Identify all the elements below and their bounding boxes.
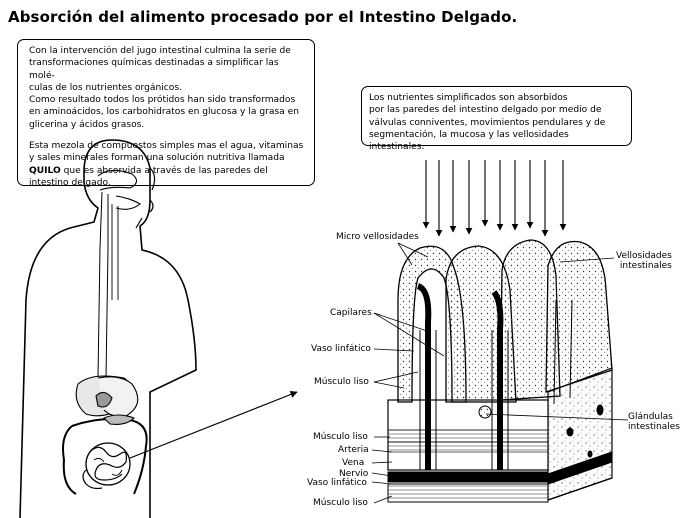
mouth-cavity bbox=[115, 195, 141, 210]
page-title: Absorción del alimento procesado por el … bbox=[8, 8, 518, 26]
label-glandulas: Glándulas intestinales bbox=[628, 412, 680, 432]
muscle-band-3 bbox=[387, 483, 549, 503]
label-musculo-liso-3: Músculo liso bbox=[313, 498, 368, 508]
nasal-cavity bbox=[97, 169, 138, 191]
leader-lines bbox=[371, 242, 629, 504]
label-nervio: Nervio bbox=[339, 469, 369, 479]
large-intestine bbox=[62, 417, 148, 495]
nerve-band bbox=[387, 471, 549, 483]
gallbladder bbox=[95, 391, 113, 408]
quilo-term: QUILO bbox=[29, 165, 61, 176]
human-figure bbox=[19, 139, 197, 518]
label-vena: Vena bbox=[342, 458, 365, 468]
villus-4 bbox=[545, 240, 613, 393]
label-arteria: Arteria bbox=[338, 445, 369, 455]
trachea bbox=[111, 204, 119, 300]
nutrient-arrows bbox=[422, 160, 567, 237]
muscle-band-2 bbox=[387, 441, 549, 453]
label-musculo-liso-1: Músculo liso bbox=[314, 377, 369, 387]
body-outline bbox=[19, 139, 197, 518]
label-vaso-linfatico-2: Vaso linfático bbox=[307, 478, 367, 488]
lacteal-2 bbox=[491, 290, 504, 470]
esophagus bbox=[97, 191, 109, 379]
muscle-band-1 bbox=[387, 429, 549, 443]
small-intestine bbox=[82, 442, 131, 490]
digestive-organs bbox=[62, 169, 148, 495]
label-capilares: Capilares bbox=[330, 308, 372, 318]
zoom-arrow bbox=[129, 391, 298, 459]
lacteal-1 bbox=[416, 283, 432, 470]
label-vellosidades: Vellosidades intestinales bbox=[616, 251, 672, 271]
info-paragraph-1: Con la intervención del jugo intestinal … bbox=[29, 46, 299, 130]
info-box-right: Los nutrientes simplificados son absorbi… bbox=[361, 86, 632, 152]
label-vaso-linfatico: Vaso linfático bbox=[311, 344, 371, 354]
pancreas bbox=[103, 414, 135, 425]
villi bbox=[397, 239, 613, 470]
absorption-text: Los nutrientes simplificados son absorbi… bbox=[369, 93, 606, 153]
label-micro-vellosidades: Micro vellosidades bbox=[336, 232, 419, 242]
label-musculo-liso-2: Músculo liso bbox=[313, 432, 368, 442]
intestinal-wall bbox=[387, 367, 613, 503]
